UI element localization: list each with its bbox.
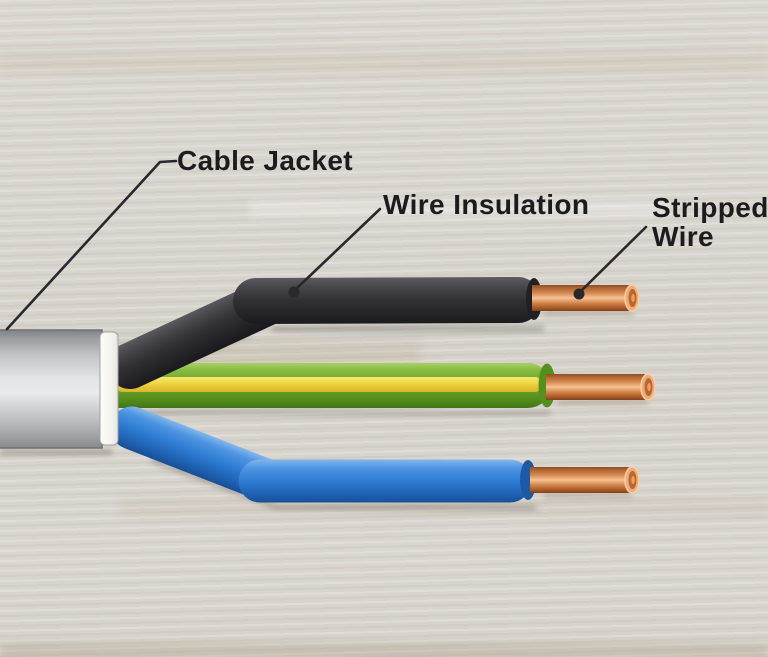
copper-end-glint bbox=[647, 383, 651, 391]
stripped-wire-pointer-dot bbox=[573, 288, 585, 300]
yellow-stripe bbox=[116, 377, 542, 392]
callout-labels: Cable Jacket Wire Insulation Stripped Wi… bbox=[177, 145, 768, 252]
cable-jacket-leader-line bbox=[5, 159, 178, 331]
stripped-wire-label-line1: Stripped bbox=[652, 192, 768, 223]
stripped-copper-bottom bbox=[530, 467, 632, 493]
cable-jacket-label: Cable Jacket bbox=[177, 145, 353, 176]
stripped-wire-leader-line bbox=[578, 225, 648, 294]
wire-insulation-pointer-dot bbox=[288, 286, 300, 298]
wire-insulation-leader-line bbox=[293, 207, 382, 292]
copper-end-glint bbox=[631, 294, 635, 302]
leader-lines bbox=[5, 159, 648, 331]
jacket-body bbox=[0, 329, 103, 449]
black-wire bbox=[107, 277, 640, 389]
stripped-copper-middle bbox=[546, 374, 648, 400]
wire-insulation-label: Wire Insulation bbox=[383, 189, 589, 220]
green-yellow-wire bbox=[116, 363, 656, 408]
blue-wire bbox=[110, 406, 640, 503]
stripped-wire-label-line2: Wire bbox=[652, 221, 714, 252]
copper-end-glint bbox=[631, 476, 635, 484]
cable-jacket bbox=[0, 329, 119, 449]
jacket-end-cap bbox=[99, 331, 119, 446]
black-insulation-horizontal bbox=[233, 277, 541, 324]
